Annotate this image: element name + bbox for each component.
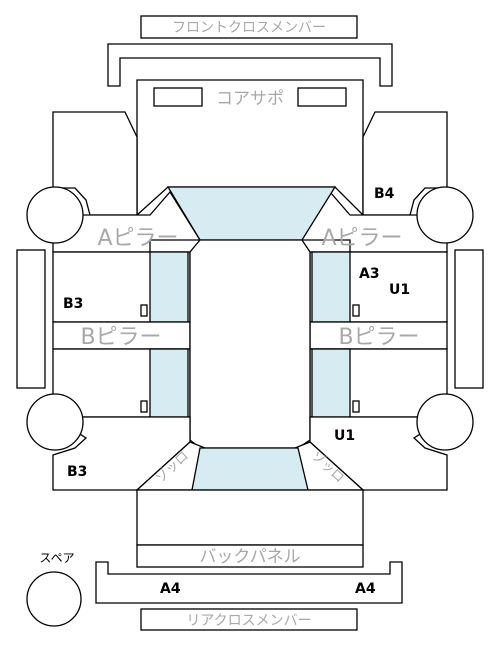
- rear-cross-member-box[interactable]: [140, 608, 358, 631]
- rear-left-door-glass[interactable]: [149, 348, 189, 418]
- front-cross-member-label: フロントクロスメンバー: [172, 20, 326, 36]
- core-support-label: コアサポ: [216, 89, 284, 109]
- spare-label: スペア: [39, 551, 74, 565]
- damage-code-u1-low: U1: [334, 428, 355, 444]
- right-side-sill[interactable]: [454, 249, 484, 389]
- rear-window[interactable]: [191, 447, 309, 491]
- spare-tire[interactable]: [26, 571, 82, 627]
- front-bumper-bracket[interactable]: [107, 43, 393, 87]
- front-right-door-glass[interactable]: [311, 251, 351, 323]
- back-panel-label: バックパネル: [199, 547, 300, 567]
- rear-right-door-handle: [352, 400, 360, 413]
- front-right-door-handle: [352, 304, 360, 317]
- front-left-wheel[interactable]: [26, 186, 84, 244]
- trunk-lid[interactable]: [136, 489, 364, 546]
- front-right-wheel[interactable]: [416, 186, 474, 244]
- damage-code-a4-left: A4: [160, 581, 181, 597]
- roof-panel[interactable]: [189, 239, 311, 449]
- back-panel-box[interactable]: [136, 544, 364, 568]
- rear-left-door-handle: [140, 400, 148, 413]
- front-cross-member-box[interactable]: [140, 15, 358, 39]
- b-pillar-right-label: Bピラー: [338, 325, 419, 350]
- core-support-left-slot: [153, 87, 203, 107]
- a-pillar-left-label: Aピラー: [97, 226, 178, 251]
- b-pillar-left-band[interactable]: [52, 321, 191, 350]
- rear-left-wheel[interactable]: [26, 393, 84, 451]
- rear-cross-member-label: リアクロスメンバー: [186, 613, 311, 629]
- damage-code-b3-mid: B3: [63, 296, 83, 312]
- rear-right-door-glass[interactable]: [311, 348, 351, 418]
- rear-right-quarter[interactable]: [309, 416, 450, 491]
- rear-right-wheel[interactable]: [416, 393, 474, 451]
- rear-left-quarter[interactable]: [50, 416, 191, 491]
- damage-code-b4: B4: [374, 186, 395, 202]
- damage-code-u1-mid: U1: [389, 282, 410, 298]
- front-left-door-glass[interactable]: [149, 251, 189, 323]
- rear-bumper-bracket[interactable]: [95, 561, 403, 604]
- damage-code-a4-right: A4: [355, 581, 376, 597]
- damage-code-a3: A3: [359, 266, 380, 282]
- a-pillar-right-label: Aピラー: [321, 226, 402, 251]
- front-left-door-handle: [140, 304, 148, 317]
- left-side-sill[interactable]: [16, 249, 46, 389]
- front-right-fender[interactable]: [362, 111, 448, 216]
- damage-code-b3-low: B3: [67, 464, 87, 480]
- b-pillar-left-label: Bピラー: [80, 325, 161, 350]
- core-support-right-slot: [297, 87, 347, 107]
